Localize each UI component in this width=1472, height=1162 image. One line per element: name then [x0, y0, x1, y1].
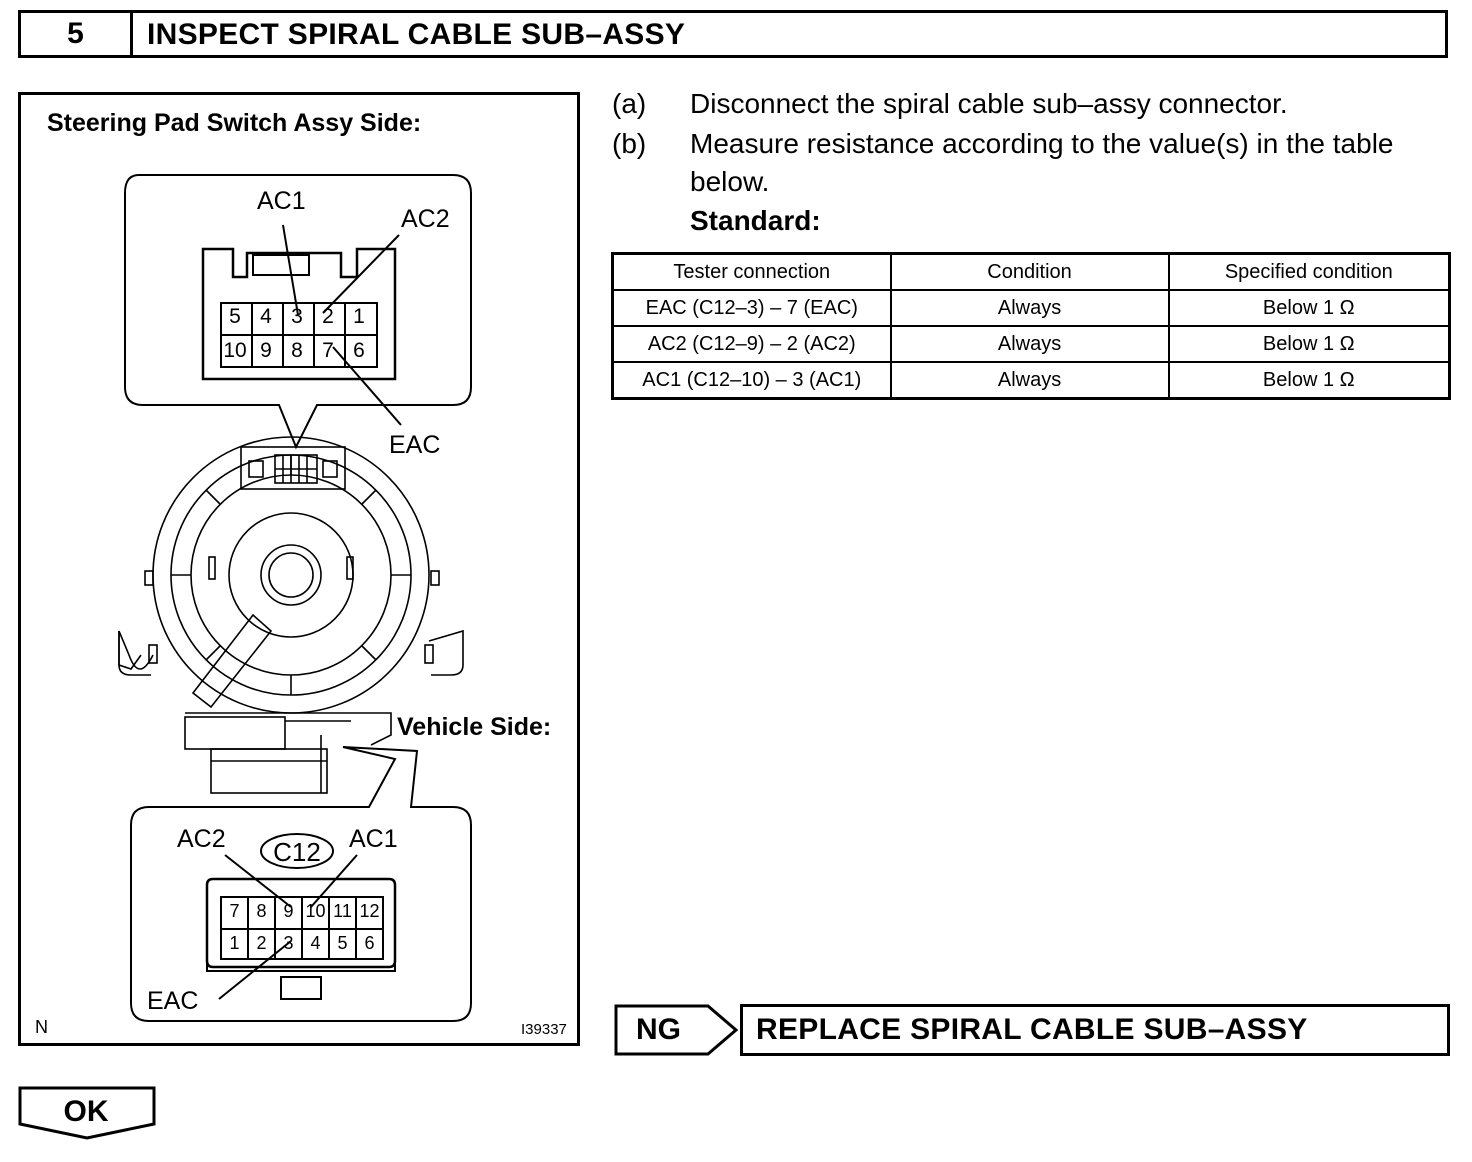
table-row: EAC (C12–3) – 7 (EAC) Always Below 1 Ω: [611, 289, 1451, 327]
pin-3: 3: [291, 305, 303, 328]
pin-c12-6: 6: [364, 933, 375, 953]
bottom-ac1-label: AC1: [349, 825, 398, 853]
pin-c12-10: 10: [305, 901, 326, 921]
bottom-ac2-label: AC2: [177, 825, 226, 853]
top-eac-label: EAC: [389, 431, 441, 459]
pin-8: 8: [291, 339, 303, 362]
connector-diagram: [118, 174, 472, 1022]
ng-arrow-box[interactable]: [614, 1004, 740, 1056]
top-connector-grid: [220, 302, 378, 368]
pin-c12-9: 9: [283, 901, 294, 921]
ok-label: OK: [63, 1095, 109, 1128]
header-specified-condition: Specified condition: [1167, 252, 1451, 291]
cell-tester-connection: AC2 (C12–9) – 2 (AC2): [611, 325, 892, 363]
table-header-row: Tester connection Condition Specified co…: [611, 252, 1451, 291]
table-row: AC1 (C12–10) – 3 (AC1) Always Below 1 Ω: [611, 361, 1451, 400]
step-b-text: Measure resistance according to the valu…: [690, 128, 1394, 159]
cell-condition: Always: [889, 289, 1170, 327]
pin-c12-12: 12: [359, 901, 380, 921]
top-callout-bubble: [124, 174, 472, 450]
pin-7: 7: [322, 339, 334, 362]
step-header: 5 INSPECT SPIRAL CABLE SUB–ASSY: [18, 10, 1448, 58]
header-tester-connection: Tester connection: [611, 252, 892, 291]
pin-c12-11: 11: [333, 901, 352, 921]
ng-label: NG: [636, 1013, 681, 1046]
pin-6: 6: [353, 339, 365, 362]
standard-label: Standard:: [690, 205, 821, 236]
pin-2: 2: [322, 305, 334, 328]
step-a-label: (a): [612, 88, 647, 119]
c12-ellipse: [260, 833, 334, 869]
connector-figure: Steering Pad Switch Assy Side: AC1 AC2 E…: [18, 92, 580, 1046]
ng-result-text: REPLACE SPIRAL CABLE SUB–ASSY: [756, 1013, 1308, 1046]
figure-code: I39337: [521, 1021, 567, 1038]
cell-tester-connection: EAC (C12–3) – 7 (EAC): [611, 289, 892, 327]
spec-table: Tester connection Condition Specified co…: [611, 252, 1451, 400]
pin-c12-1: 1: [229, 933, 240, 953]
table-row: AC2 (C12–9) – 2 (AC2) Always Below 1 Ω: [611, 325, 1451, 363]
top-ac2-label: AC2: [401, 205, 450, 233]
cell-condition: Always: [889, 361, 1170, 400]
pin-c12-8: 8: [256, 901, 267, 921]
step-b-label: (b): [612, 128, 647, 159]
step-b-text-cont: below.: [690, 166, 770, 197]
vehicle-side-label: Vehicle Side:: [397, 713, 552, 741]
step-a-text: Disconnect the spiral cable sub–assy con…: [690, 88, 1288, 119]
cell-tester-connection: AC1 (C12–10) – 3 (AC1): [611, 361, 892, 400]
cell-condition: Always: [889, 325, 1170, 363]
c12-label: C12: [273, 837, 321, 867]
cell-specified-condition: Below 1 Ω: [1167, 361, 1451, 400]
corner-mark: N: [35, 1017, 48, 1037]
bottom-eac-label: EAC: [147, 987, 199, 1015]
bottom-connector-grid: [220, 896, 384, 960]
ng-result-box: [740, 1004, 1450, 1056]
step-title: INSPECT SPIRAL CABLE SUB–ASSY: [147, 18, 686, 51]
top-connector-housing: [201, 247, 397, 381]
pin-5: 5: [229, 305, 241, 328]
step-number: 5: [21, 13, 133, 55]
pin-9: 9: [260, 339, 272, 362]
steering-side-label: Steering Pad Switch Assy Side:: [47, 109, 422, 137]
pin-c12-7: 7: [229, 901, 240, 921]
bottom-connector-housing: [205, 877, 397, 969]
pin-4: 4: [260, 305, 272, 328]
bottom-callout-bubble: [130, 746, 472, 1022]
pin-c12-2: 2: [256, 933, 267, 953]
pin-c12-5: 5: [337, 933, 348, 953]
pin-10: 10: [223, 339, 247, 362]
pin-c12-4: 4: [310, 933, 321, 953]
spiral-cable-body: [118, 436, 464, 794]
header-condition: Condition: [889, 252, 1170, 291]
cell-specified-condition: Below 1 Ω: [1167, 289, 1451, 327]
top-ac1-label: AC1: [257, 187, 306, 215]
cell-specified-condition: Below 1 Ω: [1167, 325, 1451, 363]
ok-arrow-box[interactable]: [18, 1086, 156, 1140]
pin-1: 1: [353, 305, 365, 328]
pin-c12-3: 3: [283, 933, 294, 953]
